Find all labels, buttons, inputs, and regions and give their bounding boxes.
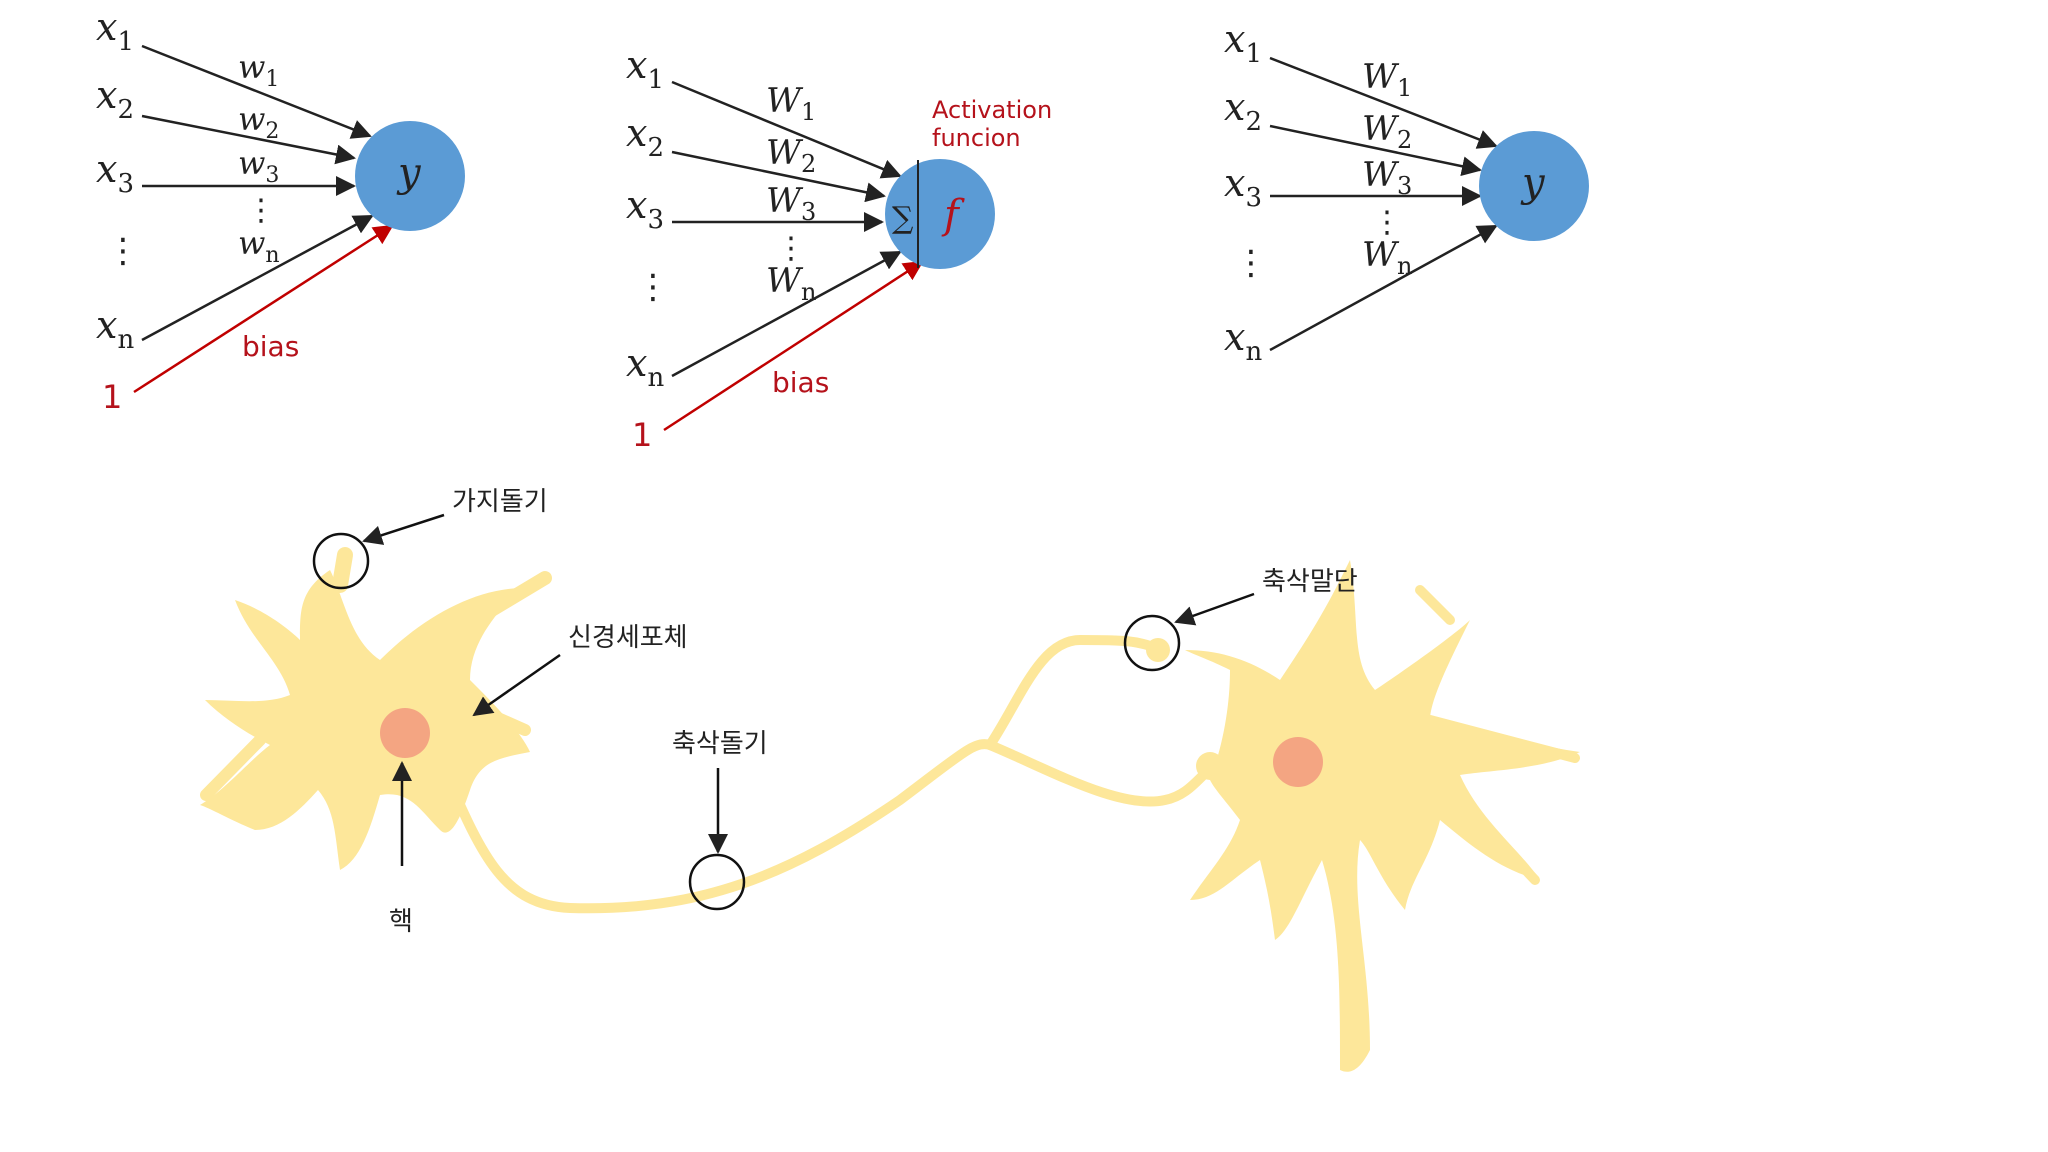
weight-w3: w3 — [238, 144, 279, 188]
activation-label-line1: Activation — [932, 96, 1052, 124]
weight-w1: W1 — [1362, 57, 1412, 102]
dendrite-highlight-circle — [312, 532, 370, 590]
input-xn: xn — [1224, 315, 1262, 367]
connection-bias — [663, 260, 924, 432]
output-y: y — [396, 150, 422, 196]
perceptron-diagram-1: x1 x2 x3 ⋮ xn 1 w1 w2 w3 ⋮ wn bias y — [96, 5, 465, 416]
perceptron-diagram-2: x1 x2 x3 ⋮ xn 1 W1 W2 W3 ⋮ Wn bias Activ… — [626, 43, 1052, 454]
input-x1: x1 — [626, 43, 664, 95]
right-dendrite-right — [1425, 715, 1580, 763]
nucleus-label: 핵 — [389, 907, 413, 937]
input-ellipsis: ⋮ — [636, 267, 670, 307]
axon-label: 축삭돌기 — [672, 729, 768, 759]
right-nucleus — [1273, 737, 1323, 787]
left-dendrite-left — [200, 734, 266, 801]
axon-branch — [985, 740, 1220, 807]
connection-xn — [671, 250, 902, 378]
connection-bias — [133, 224, 394, 394]
bias-input-one: 1 — [632, 416, 652, 454]
bias-label: bias — [772, 366, 829, 399]
weight-ellipsis: ⋮ — [246, 193, 276, 228]
output-node — [355, 121, 465, 231]
weight-ellipsis: ⋮ — [776, 231, 806, 266]
left-dendrite-top — [332, 547, 353, 593]
connection-x2 — [141, 114, 356, 165]
input-x3: x3 — [626, 183, 664, 235]
connection-x1 — [1269, 56, 1498, 149]
cell-body-pointer — [472, 653, 561, 717]
input-x2: x2 — [626, 111, 664, 163]
connection-x2 — [671, 150, 886, 203]
axon-terminal-label: 축삭말단 — [1262, 567, 1358, 597]
output-node — [1479, 131, 1589, 241]
right-dendrite-lower-right — [1455, 795, 1540, 885]
connection-x2 — [1269, 124, 1482, 177]
weight-w3: W3 — [1362, 155, 1412, 200]
neuron-node — [885, 159, 995, 269]
left-dendrite-upper-right — [468, 571, 552, 627]
output-y: y — [1520, 160, 1546, 206]
input-x2: x2 — [1224, 85, 1262, 137]
axon-terminal-pointer — [1174, 592, 1255, 626]
input-x1: x1 — [1224, 17, 1262, 69]
input-ellipsis: ⋮ — [106, 231, 140, 271]
right-neuron-cell-body — [1185, 560, 1580, 1072]
weight-wn: Wn — [766, 261, 816, 306]
activation-label-line2: funcion — [932, 124, 1021, 152]
bias-label: bias — [242, 330, 299, 363]
connection-xn — [141, 214, 374, 342]
input-xn: xn — [96, 303, 134, 355]
weight-w3: W3 — [766, 181, 816, 226]
input-xn: xn — [626, 341, 664, 393]
sum-symbol: ∑ — [892, 201, 914, 236]
weight-w1: W1 — [766, 81, 816, 126]
input-x1: x1 — [96, 5, 134, 57]
cell-body-label: 신경세포체 — [568, 623, 688, 653]
axon-terminal-bulb — [1146, 638, 1170, 662]
input-ellipsis: ⋮ — [1234, 243, 1268, 283]
input-x3: x3 — [1224, 161, 1262, 213]
axon — [435, 634, 1165, 914]
left-neuron-cell-body — [200, 570, 530, 870]
connection-xn — [1269, 224, 1498, 352]
right-dendrite-top — [1415, 585, 1455, 625]
bias-input-one: 1 — [102, 378, 122, 416]
weight-wn: Wn — [1362, 235, 1412, 280]
input-x2: x2 — [96, 73, 134, 125]
dendrite-label: 가지돌기 — [452, 487, 548, 517]
biological-neurons: 가지돌기 신경세포체 핵 축삭돌기 축삭말단 — [200, 487, 1580, 1072]
weight-w2: w2 — [238, 100, 279, 144]
connection-x1 — [671, 80, 902, 179]
perceptron-diagram-3: x1 x2 x3 ⋮ xn W1 W2 W3 ⋮ Wn y — [1224, 17, 1589, 367]
connection-x1 — [141, 44, 372, 139]
weight-w2: W2 — [766, 133, 816, 178]
input-x3: x3 — [96, 147, 134, 199]
left-nucleus — [380, 708, 430, 758]
dendrite-pointer — [362, 513, 445, 545]
weight-w1: w1 — [238, 48, 279, 92]
weight-w2: W2 — [1362, 109, 1412, 154]
axon-terminal-highlight-circle — [1123, 614, 1181, 672]
axon-highlight-circle — [688, 853, 746, 911]
weight-ellipsis: ⋮ — [1372, 205, 1402, 240]
weight-wn: wn — [238, 224, 280, 268]
